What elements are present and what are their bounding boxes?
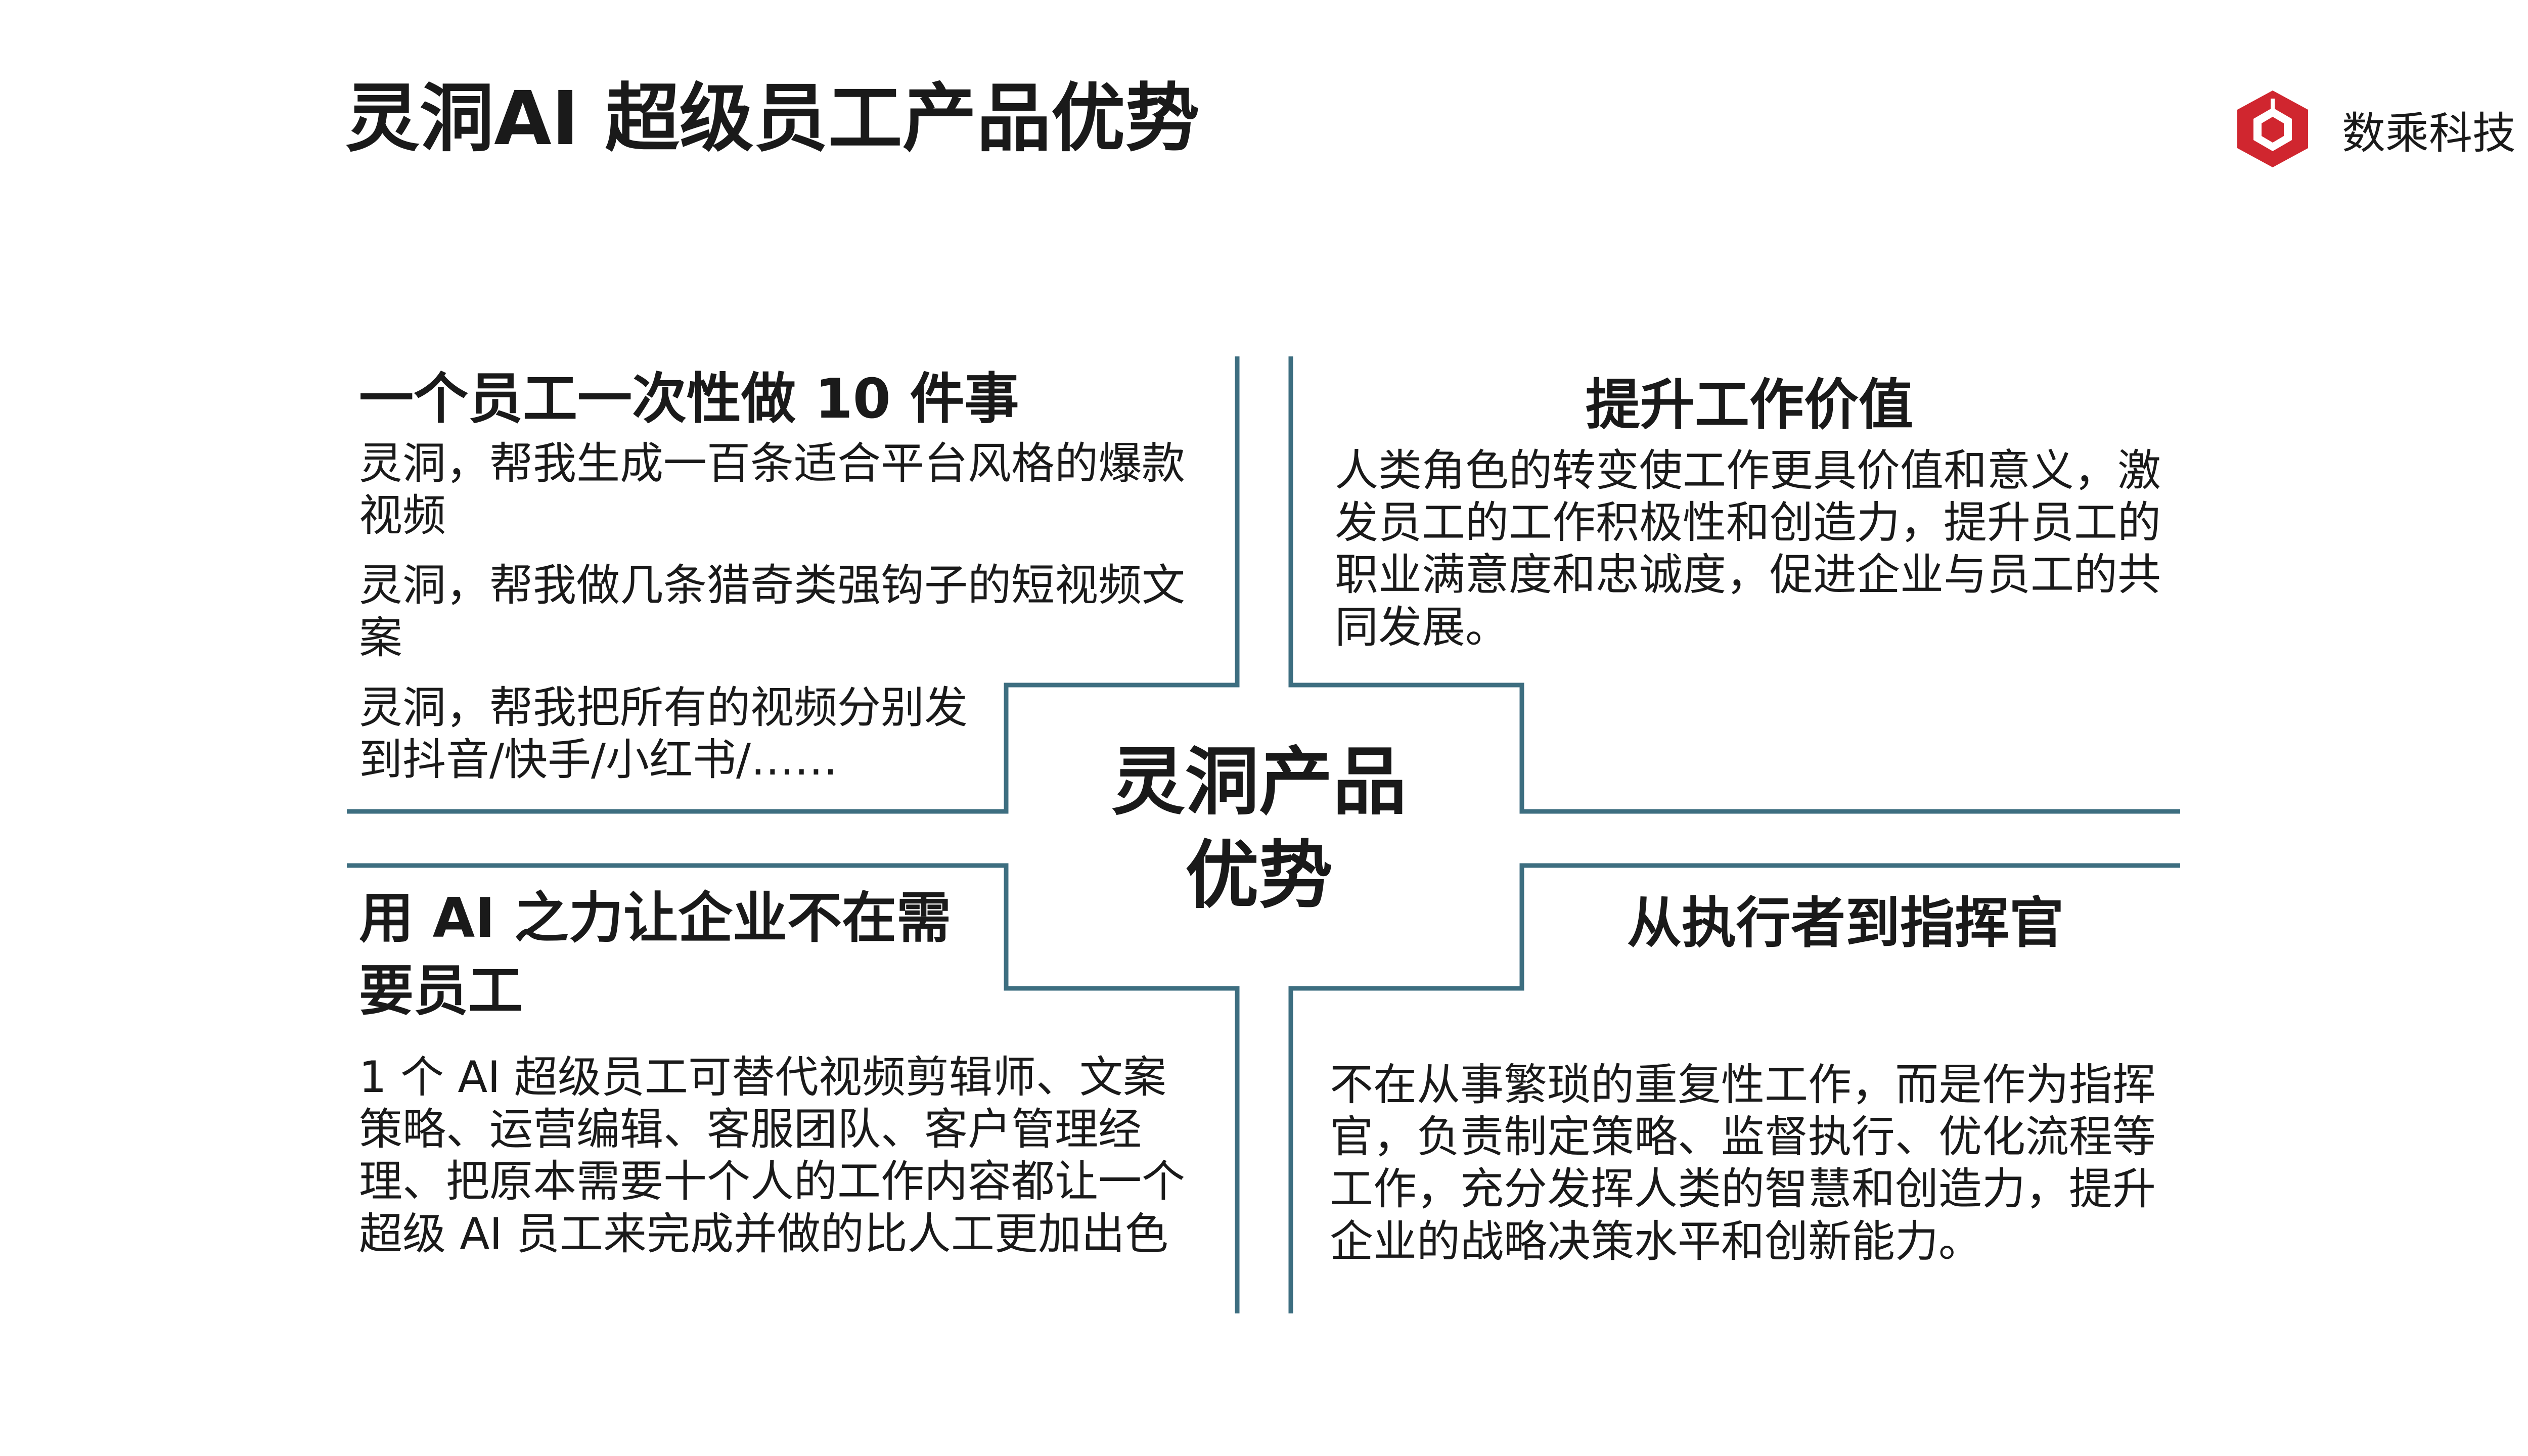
quadrant-bottom-right: 从执行者到指挥官 <box>1537 887 2154 960</box>
center-label: 灵洞产品 优势 <box>1042 736 1476 923</box>
list-item: 灵洞，帮我生成一百条适合平台风格的爆款视频 <box>359 438 1185 541</box>
quadrant-heading: 提升工作价值 <box>1585 374 1913 437</box>
quadrant-heading: 用 AI 之力让企业不在需要员工 <box>359 887 951 1023</box>
divider-top-right <box>1288 356 2180 814</box>
quadrant-top-right: 提升工作价值 <box>1335 369 2164 442</box>
list-item: 灵洞，帮我做几条猎奇类强钩子的短视频文案 <box>359 560 1185 663</box>
list-item: 灵洞，帮我把所有的视频分别发到抖音/快手/小红书/…… <box>359 682 968 785</box>
cube-logo-icon <box>2237 90 2308 167</box>
quadrant-top-left-items: 灵洞，帮我生成一百条适合平台风格的爆款视频 灵洞，帮我做几条猎奇类强钩子的短视频… <box>359 438 1198 804</box>
quadrant-bottom-left: 用 AI 之力让企业不在需要员工 <box>359 882 966 1027</box>
quadrant-body: 不在从事繁琐的重复性工作，而是作为指挥官，负责制定策略、监督执行、优化流程等工作… <box>1330 1060 2156 1267</box>
quadrant-top-right-body: 人类角色的转变使工作更具价值和意义，激发员工的工作积极性和创造力，提升员工的职业… <box>1335 445 2164 654</box>
quadrant-body: 1 个 AI 超级员工可替代视频剪辑师、文案策略、运营编辑、客服团队、客户管理经… <box>359 1052 1185 1259</box>
quadrant-heading: 从执行者到指挥官 <box>1627 892 2064 955</box>
quadrant-top-left: 一个员工一次性做 10 件事 <box>359 363 1198 436</box>
center-label-line-1: 灵洞产品 <box>1111 739 1407 825</box>
company-logo: 数乘科技 <box>2235 88 2516 169</box>
quadrant-heading: 一个员工一次性做 10 件事 <box>359 368 1019 431</box>
quadrant-bottom-right-body: 不在从事繁琐的重复性工作，而是作为指挥官，负责制定策略、监督执行、优化流程等工作… <box>1330 1059 2159 1268</box>
quadrant-body: 人类角色的转变使工作更具价值和意义，激发员工的工作积极性和创造力，提升员工的职业… <box>1335 445 2161 653</box>
divider-top-left <box>347 356 1240 814</box>
quadrant-bottom-left-body: 1 个 AI 超级员工可替代视频剪辑师、文案策略、运营编辑、客服团队、客户管理经… <box>359 1052 1198 1260</box>
divider-bottom-left <box>347 863 1240 1313</box>
center-label-line-2: 优势 <box>1185 833 1333 919</box>
page-title: 灵洞AI 超级员工产品优势 <box>345 75 1200 162</box>
company-name: 数乘科技 <box>2342 108 2516 159</box>
divider-bottom-right <box>1288 863 2180 1313</box>
